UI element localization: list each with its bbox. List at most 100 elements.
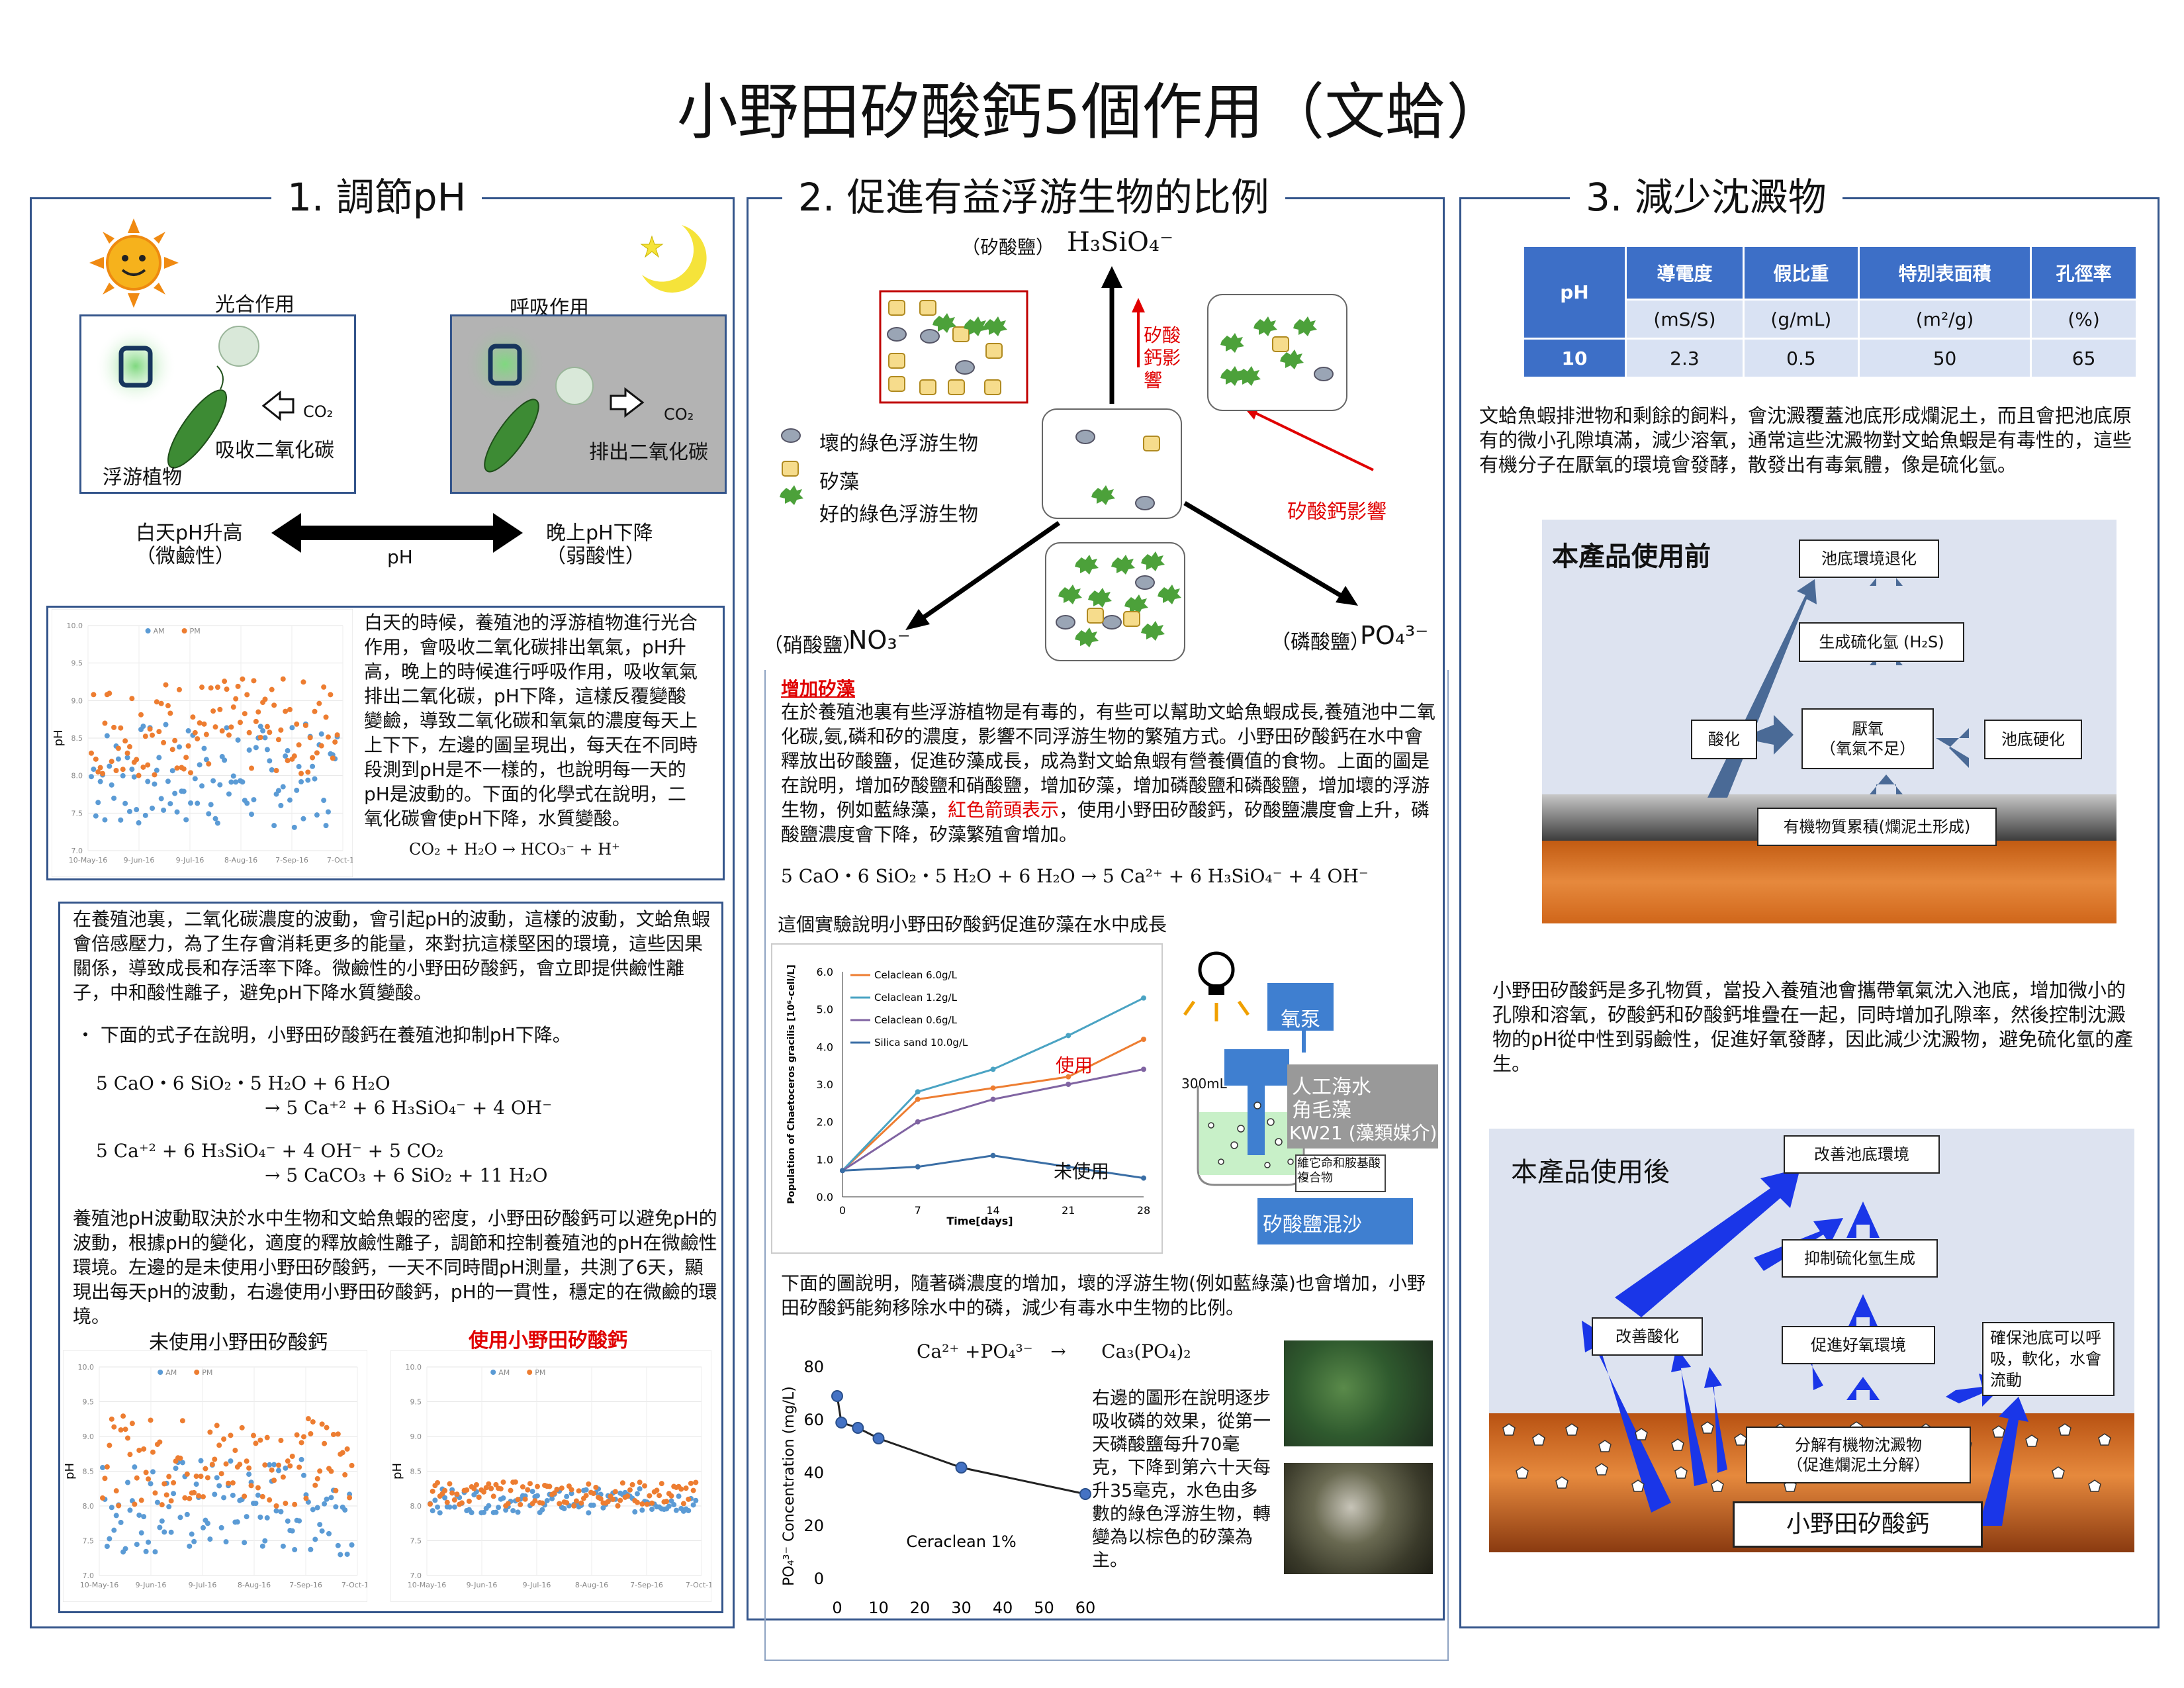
- pebble-icon: [2025, 1434, 2038, 1447]
- silicate-effect-label-2: 矽酸鈣影響: [1287, 500, 1387, 524]
- data-point: [193, 1474, 199, 1479]
- bad-plankton-icon: [887, 327, 907, 342]
- data-point: [237, 1462, 243, 1468]
- data-point: [201, 745, 207, 751]
- data-point: [308, 1546, 314, 1552]
- data-point: [557, 1501, 563, 1507]
- data-point: [483, 1485, 489, 1491]
- data-point: [634, 1491, 640, 1497]
- data-point: [150, 1469, 156, 1475]
- y-tick-label: 6.0: [817, 966, 833, 978]
- pebble-icon: [1598, 1440, 1612, 1452]
- equation-2a: 5 CaO・6 SiO₂・5 H₂O + 6 H₂O: [96, 1072, 390, 1094]
- data-point: [459, 1500, 465, 1506]
- data-point: [244, 800, 250, 806]
- data-point: [629, 1481, 635, 1487]
- x-tick-label: 10-May-16: [408, 1581, 446, 1589]
- data-point: [310, 1419, 316, 1425]
- data-point: [955, 1462, 968, 1474]
- data-point: [168, 1498, 174, 1504]
- data-point: [240, 676, 246, 682]
- data-point: [214, 684, 220, 690]
- data-point: [132, 1464, 138, 1470]
- x-tick-label: 8-Aug-16: [224, 856, 257, 865]
- data-point: [93, 756, 99, 762]
- y-tick-label: 9.0: [83, 1432, 95, 1441]
- data-point: [278, 1438, 284, 1444]
- data-point: [134, 1542, 140, 1548]
- data-point: [161, 1529, 167, 1535]
- absorption-text: 右邊的圖形在說明逐步吸收磷的效果，從第一天磷酸鹽每升70毫克，下降到第六十天每升…: [1092, 1388, 1271, 1571]
- y-tick-label: 40: [803, 1464, 824, 1482]
- data-point: [642, 1483, 647, 1489]
- product-box: 小野田矽酸鈣: [1733, 1501, 1983, 1548]
- acidify-box: 酸化: [1691, 720, 1757, 759]
- data-point: [102, 817, 108, 823]
- data-point: [840, 1168, 845, 1174]
- table-cell: 50: [1857, 338, 2032, 379]
- data-point: [163, 682, 169, 688]
- pebble-icon: [2052, 1466, 2065, 1479]
- data-point: [292, 1501, 298, 1507]
- phosphate-formula: PO₄³⁻: [1360, 621, 1429, 650]
- y-tick-label: 7.5: [71, 809, 83, 818]
- x-tick-label: 7-Sep-16: [289, 1581, 322, 1589]
- x-tick-label: 50: [1034, 1599, 1054, 1617]
- data-point: [143, 1548, 149, 1554]
- night-ph-label: 晚上pH下降: [546, 522, 653, 545]
- data-point: [235, 737, 241, 743]
- data-point: [201, 1494, 206, 1500]
- bad-plankton-icon: [1135, 575, 1155, 590]
- chart-annotation: Ceraclean 1%: [906, 1532, 1016, 1551]
- data-point: [283, 753, 289, 759]
- y-axis-label: PO₄³⁻ Concentration (mg/L): [781, 1386, 797, 1586]
- good-plankton-icon: [1220, 333, 1244, 353]
- x-tick-label: 9-Jul-16: [176, 856, 205, 865]
- legend-marker: [145, 628, 151, 633]
- data-point: [571, 1503, 577, 1509]
- data-point: [323, 714, 329, 720]
- data-point: [473, 1481, 479, 1487]
- pebble-icon: [1635, 1428, 1648, 1440]
- data-point: [214, 1423, 220, 1429]
- data-point: [242, 1540, 248, 1546]
- data-point: [342, 1472, 348, 1477]
- data-point: [181, 766, 187, 772]
- data-point: [693, 1497, 699, 1503]
- data-point: [302, 722, 308, 728]
- data-point: [192, 729, 198, 735]
- legend-label: Celaclean 6.0g/L: [874, 969, 958, 981]
- aerobic-box: 促進好氧環境: [1782, 1326, 1935, 1364]
- photosynthesis-label: 光合作用: [215, 293, 295, 316]
- moon-icon: [640, 225, 707, 293]
- y-tick-label: 5.0: [817, 1004, 833, 1016]
- data-point: [303, 1495, 309, 1501]
- data-point: [251, 1432, 256, 1438]
- data-point: [1066, 1033, 1071, 1039]
- data-point: [109, 1416, 114, 1422]
- x-tick-label: 8-Aug-16: [238, 1581, 271, 1589]
- data-point: [578, 1500, 584, 1506]
- y-tick-label: 7.0: [83, 1571, 95, 1580]
- data-point: [525, 1487, 531, 1493]
- data-point: [831, 1390, 843, 1402]
- data-point: [113, 1513, 119, 1519]
- data-point: [95, 769, 101, 775]
- data-point: [148, 1481, 154, 1487]
- data-point: [262, 1538, 268, 1544]
- data-point: [449, 1490, 455, 1496]
- data-point: [287, 706, 293, 712]
- good-plankton-icon: [1293, 316, 1317, 336]
- data-point: [161, 807, 167, 813]
- y-axis-label: pH: [390, 1463, 404, 1479]
- data-point: [264, 724, 270, 729]
- data-point: [251, 678, 257, 684]
- data-point: [298, 1456, 304, 1462]
- data-point: [451, 1504, 457, 1510]
- co2-label-night: CO₂: [664, 405, 694, 424]
- data-point: [115, 756, 121, 762]
- data-point: [230, 1492, 236, 1498]
- legend-marker: [527, 1370, 533, 1375]
- data-point: [234, 1519, 240, 1525]
- data-point: [255, 1492, 261, 1498]
